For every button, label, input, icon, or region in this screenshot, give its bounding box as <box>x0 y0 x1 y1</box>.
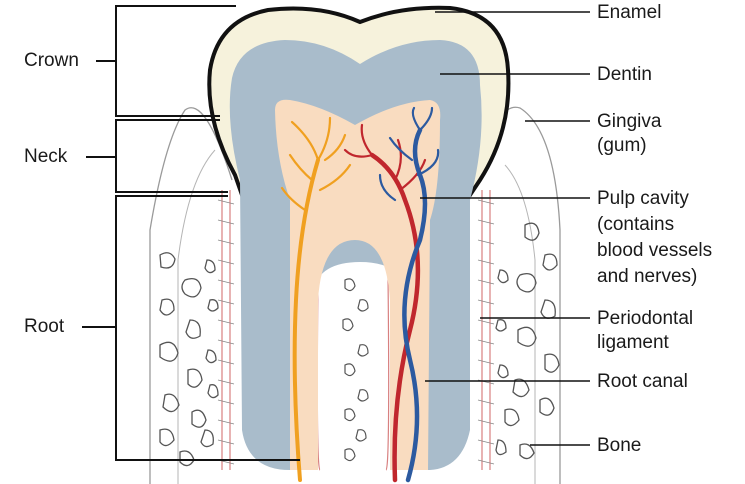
periodontal-sublabel: ligament <box>597 332 669 353</box>
dentin <box>229 40 482 470</box>
periodontal-ligament <box>217 190 495 471</box>
enamel-label: Enamel <box>597 2 662 23</box>
crown-label: Crown <box>24 50 79 71</box>
pulp-cavity-note-1: (contains <box>597 214 675 235</box>
dentin-label: Dentin <box>597 64 652 85</box>
pulp-cavity-note-3: and nerves) <box>597 266 698 287</box>
artery <box>343 123 427 483</box>
pulp-cavity-label: Pulp cavity <box>597 188 689 209</box>
gingiva-sublabel: (gum) <box>597 135 647 156</box>
vein <box>378 106 440 483</box>
bone-label: Bone <box>597 435 642 456</box>
gingiva-label: Gingiva <box>597 111 662 132</box>
right-leader-lines <box>420 11 590 446</box>
root-canal-label: Root canal <box>597 371 688 392</box>
bone-tissue <box>149 106 561 484</box>
pulp-cavity-note-2: blood vessels <box>597 240 713 261</box>
nerve-fibers <box>280 116 352 482</box>
neck-label: Neck <box>24 146 68 167</box>
left-brackets <box>82 5 300 461</box>
periodontal-label: Periodontal <box>597 308 694 329</box>
root-label: Root <box>24 316 65 337</box>
